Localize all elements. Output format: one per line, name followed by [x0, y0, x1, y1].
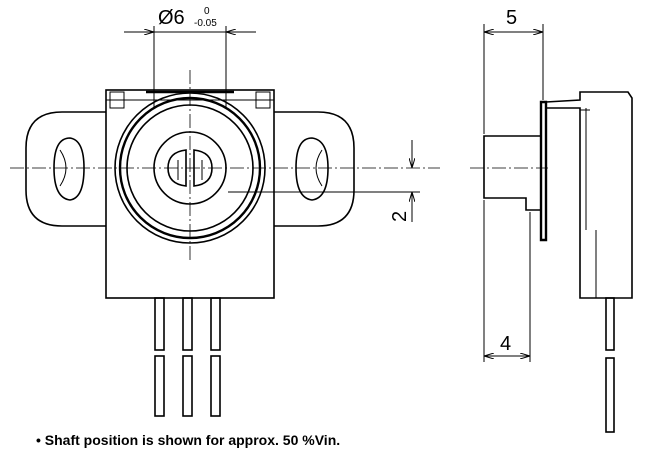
right-clip: [255, 91, 271, 109]
shaft-left-lobe: [167, 149, 187, 187]
left-slot-arc: [59, 149, 67, 187]
tolerance-upper: 0: [204, 6, 210, 17]
note-bullet: •: [36, 432, 41, 448]
note-text: Shaft position is shown for approx. 50 %…: [44, 432, 341, 448]
side-body: [545, 91, 633, 299]
pin-2-upper: [182, 297, 193, 351]
offset-label: 2: [389, 211, 411, 222]
inner-ring: [126, 104, 254, 232]
front-view: Ø6 0 -0.05 2: [10, 6, 440, 417]
shaft-position-note: • Shaft position is shown for approx. 50…: [36, 432, 340, 448]
shaft-diameter-label: Ø6: [158, 7, 185, 29]
right-mounting-slot: [295, 137, 329, 201]
depth-bottom-label: 4: [500, 333, 511, 355]
pin-1-lower: [154, 355, 165, 417]
terminal-pins: [154, 297, 221, 417]
pin-2-lower: [182, 355, 193, 417]
right-mounting-ear: [274, 111, 355, 227]
width-top-label: 5: [506, 7, 517, 29]
pin-3-lower: [210, 355, 221, 417]
left-mounting-slot: [53, 137, 85, 201]
side-view: 5 4: [470, 7, 633, 433]
left-clip: [109, 91, 125, 109]
left-mounting-ear: [25, 111, 106, 227]
side-flange: [539, 100, 548, 242]
shaft-right-lobe: [193, 149, 213, 187]
outer-ring: [114, 92, 266, 244]
side-pin-lower: [605, 357, 615, 433]
shaft-circle: [153, 131, 227, 205]
rotor-ring: [118, 96, 262, 240]
side-shaft: [483, 135, 541, 211]
side-pin-upper: [605, 297, 615, 351]
right-slot-arc: [315, 149, 323, 187]
tolerance-lower: -0.05: [194, 18, 217, 29]
pin-3-upper: [210, 297, 221, 351]
pin-1-upper: [154, 297, 165, 351]
